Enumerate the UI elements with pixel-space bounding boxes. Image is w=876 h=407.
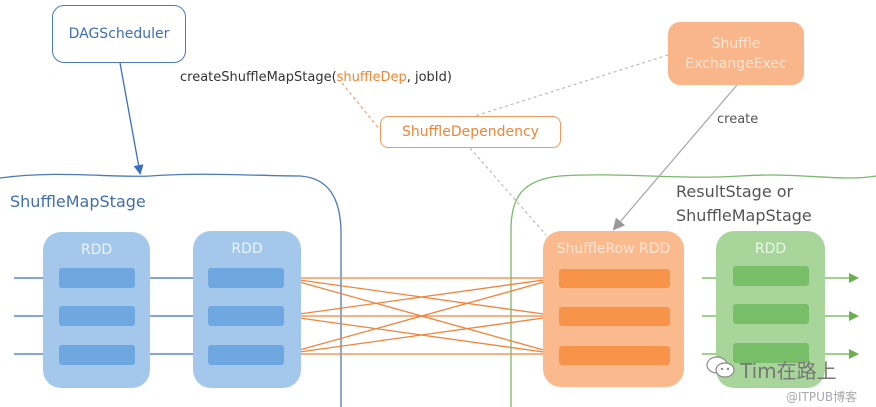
shuffle-edge: [284, 274, 560, 317]
wechat-icon: [706, 356, 735, 378]
call-arg: shuffleDep: [336, 70, 407, 85]
rdd-partition: [733, 343, 809, 363]
rdd-4: RDD: [716, 231, 825, 388]
shufflemapstage-label: ShuffleMapStage: [10, 192, 146, 211]
rdd-partition: [59, 306, 135, 326]
rdd-title: ShuffleRow RDD: [556, 241, 671, 257]
rdd-partition: [559, 307, 670, 326]
shuffle-edge: [284, 275, 560, 355]
dag-scheduler-label: DAGScheduler: [68, 26, 170, 42]
dashed-dep-to-shufflerow: [469, 147, 547, 236]
shuffle-dependency-label: ShuffleDependency: [402, 124, 539, 140]
watermark-sub: @ITPUB博客: [786, 390, 858, 404]
rdd-2: RDD: [193, 231, 301, 388]
create-shuffle-map-stage-call: createShuffleMapStage(shuffleDep, jobId): [180, 70, 452, 85]
dashed-exec-to-dep: [474, 54, 669, 117]
rdd-partition: [59, 268, 135, 288]
create-arrow: [612, 84, 738, 231]
rdd-1: RDD: [43, 232, 150, 388]
rdd-partition: [559, 346, 670, 365]
watermark-main: Tim在路上: [740, 359, 837, 383]
result-stage-line2: ShuffleMapStage: [676, 206, 812, 225]
shuffle-exchange-exec-line1: Shuffle: [711, 35, 761, 52]
result-stage-boundary: [510, 174, 876, 407]
shuffle-dependency-node: ShuffleDependency: [380, 116, 561, 148]
dashed-shuffledep-link: [341, 82, 381, 131]
rdd-partition: [208, 268, 284, 288]
rdd-title: RDD: [231, 241, 263, 257]
rdd-partition: [208, 306, 284, 326]
create-label: create: [717, 112, 759, 127]
rdd-partition: [59, 345, 135, 365]
shufflemapstage-boundary: [0, 173, 342, 407]
dag-to-stage-arrow: [119, 62, 144, 175]
rdd-partition: [733, 266, 809, 286]
dag-scheduler-node: DAGScheduler: [52, 5, 186, 63]
call-prefix: createShuffleMapStage(: [180, 70, 337, 85]
call-suffix: , jobId): [406, 70, 452, 85]
result-stage-label: ResultStage or ShuffleMapStage: [676, 180, 812, 228]
rdd-partition: [733, 304, 809, 324]
rdd-partition: [208, 345, 284, 365]
shuffle-edge: [284, 312, 560, 355]
shuffle-exchange-exec-node: Shuffle ExchangeExec: [668, 22, 804, 85]
rdd-title: RDD: [754, 241, 787, 257]
shufflerow-rdd: ShuffleRow RDD: [543, 231, 684, 387]
rdd-title: RDD: [80, 242, 113, 258]
shuffle-exchange-exec-line2: ExchangeExec: [685, 55, 787, 72]
rdd-partition: [559, 269, 670, 288]
result-stage-line1: ResultStage or: [676, 182, 794, 201]
